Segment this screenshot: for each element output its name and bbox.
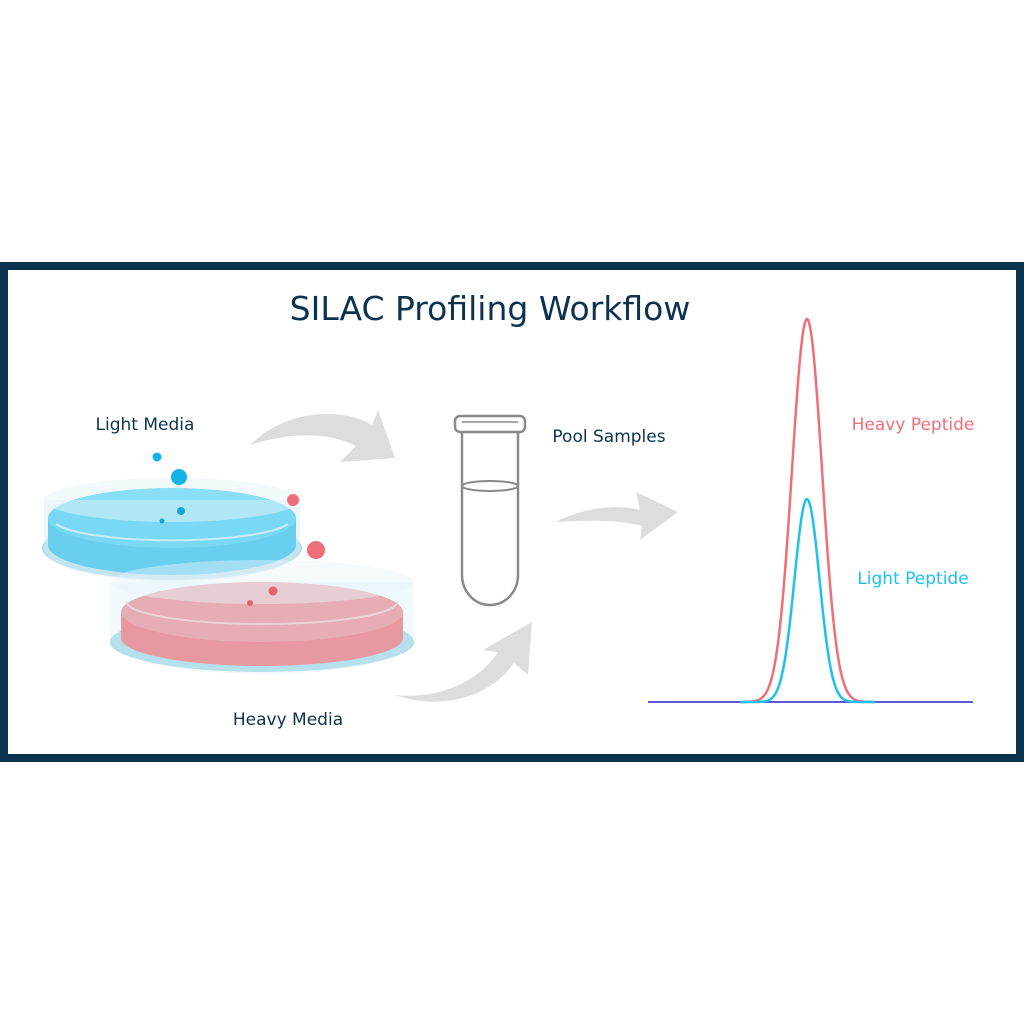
heavy-peptide-curve xyxy=(740,317,875,704)
arrow-tube-to-chart-icon xyxy=(555,492,678,540)
peptide-chromatogram xyxy=(648,317,973,704)
light-peptide-curve xyxy=(740,497,875,704)
heavy-peptide-label: Heavy Peptide xyxy=(852,415,975,435)
light-particle-icon xyxy=(171,469,187,485)
light-media-dish xyxy=(42,478,302,582)
arrow-heavy-to-tube-icon xyxy=(395,622,532,702)
pool-samples-label: Pool Samples xyxy=(552,427,665,447)
heavy-media-label: Heavy Media xyxy=(233,710,343,730)
light-peptide-label: Light Peptide xyxy=(857,569,968,589)
heavy-particle-icon xyxy=(307,541,325,559)
heavy-media-dish xyxy=(110,560,414,674)
heavy-particle-icon xyxy=(287,494,299,506)
light-particle-icon xyxy=(152,452,162,462)
diagram-title: SILAC Profiling Workflow xyxy=(290,289,691,328)
arrows xyxy=(250,410,678,702)
test-tube-icon xyxy=(453,414,527,607)
arrow-light-to-tube-icon xyxy=(250,410,395,462)
light-media-label: Light Media xyxy=(96,415,195,435)
